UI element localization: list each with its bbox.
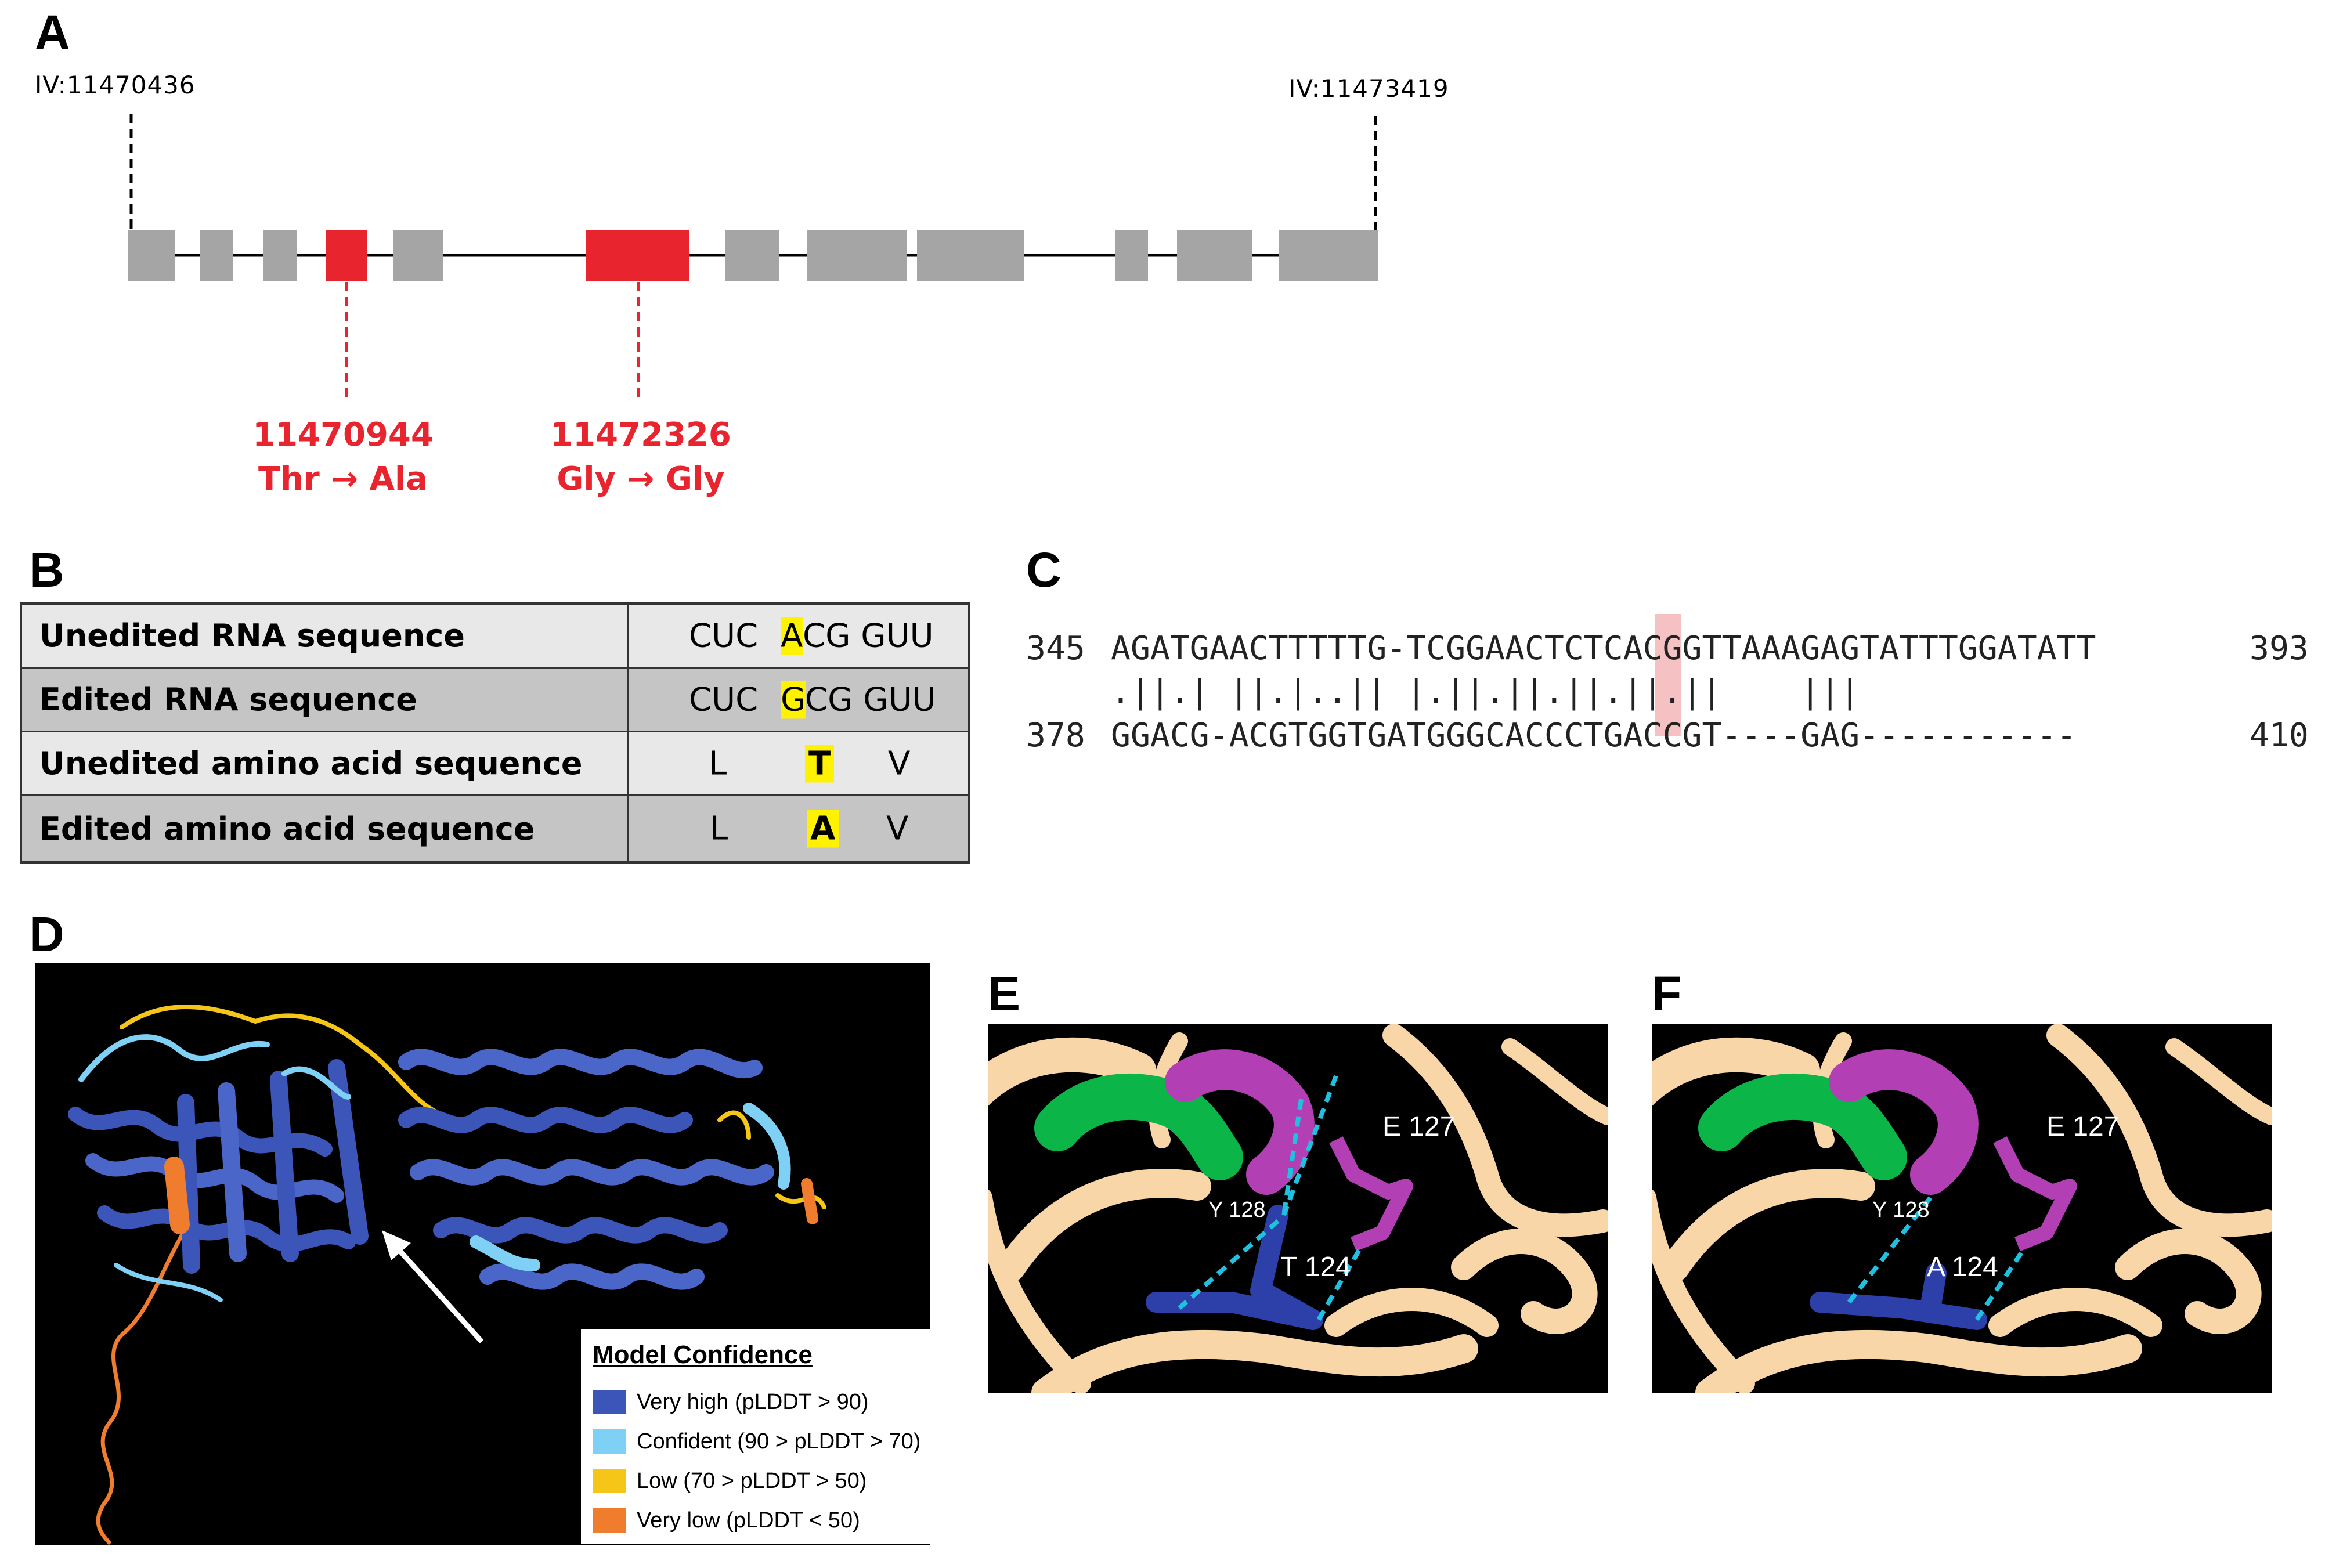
row-value: L A V — [629, 796, 968, 861]
gene-end-coordinate: IV:11473419 — [1288, 74, 1449, 103]
seq-pre: CUC — [689, 617, 768, 655]
panel-label-e: E — [988, 966, 1021, 1021]
legend-label: Very high (pLDDT > 90) — [637, 1389, 869, 1414]
panel-label-a: A — [35, 5, 70, 60]
alignment-match-line: .||.| ||.|..|| |.||.||.||.||.|| ||| — [1111, 673, 1860, 711]
ribbon-render-e — [988, 1024, 1608, 1393]
legend-label: Very low (pLDDT < 50) — [637, 1508, 860, 1533]
residue-label-y128: Y 128 — [1872, 1198, 1930, 1222]
seq-highlight: G — [781, 681, 806, 718]
model-confidence-legend: Model Confidence Very high (pLDDT > 90) … — [581, 1329, 935, 1544]
legend-item: Very high (pLDDT > 90) — [593, 1387, 869, 1417]
alignment-top-start: 345 — [1026, 630, 1085, 667]
alignment-bottom-sequence: GGACG-ACGTGGTGATGGGCACCCTGACCGT----GAG--… — [1111, 717, 2077, 754]
row-label: Unedited amino acid sequence — [22, 732, 629, 794]
edited-exon — [586, 230, 689, 281]
ribbon-render-f — [1652, 1024, 2272, 1393]
row-label: Unedited RNA sequence — [22, 605, 629, 667]
table-row: Edited RNA sequence CUC G CG GUU — [22, 669, 968, 732]
alignment-bottom-end: 410 — [2250, 717, 2309, 754]
residue-label-e127: E 127 — [1382, 1111, 1456, 1142]
alignment-top-end: 393 — [2250, 630, 2309, 667]
panel-label-d: D — [29, 907, 64, 962]
editing-site-1: 11470944 Thr → Ala — [221, 413, 465, 501]
legend-swatch — [593, 1429, 626, 1454]
edited-base-highlight — [1655, 614, 1681, 736]
row-value: CUC G CG GUU — [629, 669, 968, 731]
exon — [1279, 230, 1378, 281]
panel-label-b: B — [29, 543, 64, 597]
sequence-table: Unedited RNA sequence CUC A CG GUU Edite… — [20, 602, 970, 864]
exon — [807, 230, 907, 281]
site-1-position: 11470944 — [252, 416, 434, 454]
alignment-top-sequence: AGATGAACTTTTTG-TCGGAACTCTCACGGTTAAAGAGTA… — [1111, 630, 2096, 667]
legend-swatch — [593, 1390, 626, 1414]
seq-pre: L — [710, 810, 728, 848]
seq-highlight: T — [805, 745, 835, 782]
seq-pre: CUC — [689, 681, 768, 718]
exons — [128, 230, 1378, 281]
row-value: CUC A CG GUU — [629, 605, 968, 667]
exon — [1115, 230, 1148, 281]
seq-highlight: A — [807, 810, 839, 848]
edited-exon — [326, 230, 367, 281]
residue-label-t124: T 124 — [1280, 1252, 1351, 1282]
alignment-bottom-start: 378 — [1026, 717, 1085, 754]
table-row: Unedited RNA sequence CUC A CG GUU — [22, 605, 968, 669]
exon — [128, 230, 175, 281]
seq-post: CG GUU — [805, 681, 936, 718]
seq-post: V — [888, 745, 911, 782]
seq-post: CG GUU — [803, 617, 934, 655]
residue-interaction-edited: E 127 Y 128 A 124 — [1652, 1024, 2272, 1393]
exon — [917, 230, 1024, 281]
residue-label-a124: A 124 — [1927, 1252, 1998, 1282]
row-label: Edited amino acid sequence — [22, 796, 629, 861]
exon — [393, 230, 443, 281]
legend-swatch — [593, 1508, 626, 1533]
legend-label: Confident (90 > pLDDT > 70) — [637, 1429, 921, 1454]
exon — [200, 230, 233, 281]
panel-label-c: C — [1026, 543, 1062, 597]
exon — [725, 230, 779, 281]
site-2-change: Gly → Gly — [557, 460, 725, 498]
editing-site-2: 11472326 Gly → Gly — [519, 413, 763, 501]
table-row: Unedited amino acid sequence L T V — [22, 732, 968, 796]
seq-post: V — [886, 810, 909, 848]
row-value: L T V — [629, 732, 968, 794]
legend-item: Very low (pLDDT < 50) — [593, 1505, 860, 1536]
legend-label: Low (70 > pLDDT > 50) — [637, 1468, 867, 1493]
seq-pre: L — [709, 745, 727, 782]
legend-swatch — [593, 1469, 626, 1493]
exon — [263, 230, 297, 281]
protein-ribbon-render — [68, 1005, 826, 1545]
seq-highlight: A — [781, 617, 803, 655]
gene-model — [128, 114, 1378, 402]
legend-item: Confident (90 > pLDDT > 70) — [593, 1426, 920, 1457]
legend-title: Model Confidence — [593, 1341, 813, 1369]
site-2-position: 11472326 — [550, 416, 731, 454]
panel-label-f: F — [1652, 966, 1682, 1021]
row-label: Edited RNA sequence — [22, 669, 629, 731]
residue-label-e127: E 127 — [2046, 1111, 2120, 1142]
residue-label-y128: Y 128 — [1208, 1198, 1266, 1222]
table-row: Edited amino acid sequence L A V — [22, 796, 968, 861]
gene-start-coordinate: IV:11470436 — [35, 71, 196, 99]
site-1-change: Thr → Ala — [258, 460, 428, 498]
exon — [1177, 230, 1252, 281]
residue-interaction-unedited: E 127 Y 128 T 124 — [988, 1024, 1608, 1393]
legend-item: Low (70 > pLDDT > 50) — [593, 1466, 867, 1496]
